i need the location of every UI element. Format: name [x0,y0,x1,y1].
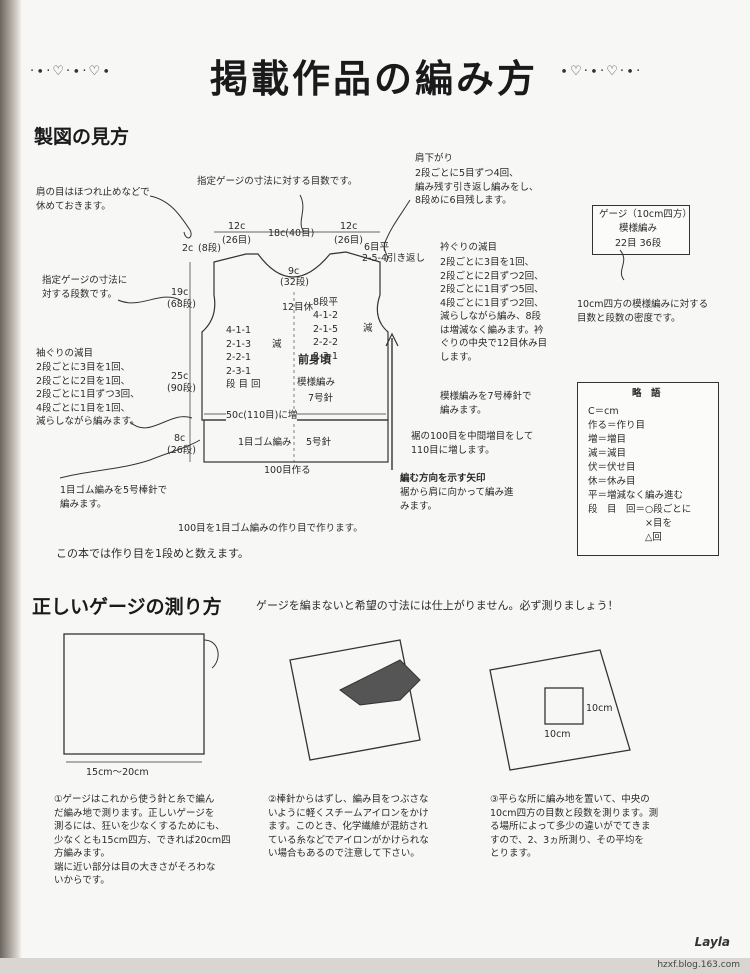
legend-item: ×目を [588,518,672,529]
rib-len-label: 8c [174,433,186,444]
dim-top-right-stitches: (26目) [334,235,364,246]
legend-title: 略 語 [632,388,661,399]
title-ornament-right: ∙♡·∙·♡·∙· [560,64,643,79]
neck-depth-label: 9c [288,266,300,277]
rib-len-rows: (26段) [167,445,197,456]
note-neck-title: 衿ぐりの減目 [440,242,498,253]
note-pattern-needle: 模様編みを7号棒針で 編みます。 [440,391,532,416]
legend-item: 作る＝作り目 [588,420,646,431]
piece-needle-label: 7号針 [308,393,334,404]
neck-depth-rows: (32段) [280,277,310,288]
iron-icon [339,659,421,706]
note-direction: 裾から肩に向かって編み進 みます。 [400,487,514,512]
armhole-drop-label: 2c [182,243,194,254]
book-spine-shadow [0,0,22,974]
magazine-logo: Layla [694,935,730,949]
square-width-label: 10cm [586,703,613,714]
bottom-strip [0,958,750,974]
armhole-drop-rows: (8段) [198,243,221,254]
shoulder-seq-label: 2-5-4引き返し [362,253,425,264]
note-neck-dec: 2段ごとに3目を1回、 2段ごとに2目ずつ2回、 2段ごとに1目ずつ5回、 4段… [440,257,548,363]
dim-top-left-stitches: (26目) [222,235,252,246]
section-heading-gauge: 正しいゲージの測り方 [32,596,222,618]
width-label: 50c(110目)に増 [226,409,298,423]
legend-item: 減＝減目 [588,448,627,459]
legend-item: 伏＝伏せ目 [588,462,636,473]
note-ribbing: 1目ゴム編みを5号棒針で 編みます。 [60,485,168,510]
legend-item: 平＝増減なく編み進む [588,490,684,501]
direction-arrowhead [385,332,399,347]
leader-line [117,296,181,304]
legend-item: 休＝休み目 [588,476,636,487]
front-body-outline [201,251,389,421]
neck-seq-label: 4-1-2 2-1-5 2-2-2 2-3-1 [313,310,338,362]
gauge-box-values: 22目 36段 [615,238,662,249]
body-len-label: 25c [171,371,189,382]
body-len-rows: (90段) [167,383,197,394]
title-ornament-left: ·∙·♡·∙·♡∙ [30,64,113,79]
cast-on-label: 100目作る [264,465,311,476]
piece-pattern-label: 模様編み [297,377,336,388]
leader-line [129,416,193,429]
note-cast-on-row: この本では作り目を1段めと数えます。 [56,547,249,560]
neck-dec-mark: 減 [363,323,373,334]
shoulder-flat-label: 6目平 [364,242,390,253]
legend-item: 段 目 回＝○段ごとに [588,504,692,515]
center-rest-label: 12目休 [282,302,314,313]
note-shoulder-slope: 2段ごとに5目ずつ4回、 編み残す引き返し編みをし、 8段めに6目残します。 [415,168,539,206]
legend-item: C＝cm [588,406,619,417]
dim-top-right-label: 12c [340,221,358,232]
page-title: 掲載作品の編み方 [210,57,539,101]
section-heading-chart: 製図の見方 [34,126,130,148]
leader-line [59,439,201,479]
armhole-dec-mark: 減 [272,339,282,350]
gauge-box-title: ゲージ（10cm四方） [599,209,692,220]
armhole-len-rows: (68段) [167,299,197,310]
swatch-3 [489,649,631,771]
legend-item: 増＝増目 [588,434,627,445]
legend-item: △回 [588,532,662,543]
piece-name-label: 前身頃 [298,353,331,366]
note-hem-increase: 裾の100目を中間増目をして 110目に増します。 [411,431,534,456]
swatch-1-yarn [203,639,219,669]
swatch-1 [63,633,205,755]
leader-line [149,195,192,239]
step-3-text: ③平らな所に編み地を置いて、中央の 10cm四方の目数と段数を測ります。測 る場… [490,794,659,859]
measure-square [544,687,584,725]
ribbing-band [203,419,389,463]
rib-label: 1目ゴム編み [238,437,292,448]
neck-flat-label: 8段平 [313,297,339,308]
swatch-size-label: 15cm～20cm [86,767,149,778]
dim-top-mid-label: 18c(40目) [268,228,315,239]
note-cast-on: 100目を1目ゴム編みの作り目で作ります。 [178,523,363,534]
swatch-2 [289,639,421,761]
note-armhole-title: 袖ぐりの減目 [36,348,94,359]
note-armhole-dec: 2段ごとに3目を1回、 2段ごとに2目を1回、 2段ごとに1目ずつ3回、 4段ご… [36,362,140,427]
leader-line [383,199,411,263]
dim-top-left-label: 12c [228,221,246,232]
source-watermark: hzxf.blog.163.com [657,960,740,970]
square-height-label: 10cm [544,729,571,740]
armhole-seq-label: 4-1-1 2-1-3 2-2-1 2-3-1 段 目 回 [226,325,261,390]
note-gauge-rows: 指定ゲージの寸法に 対する段数です。 [42,275,128,300]
leader-line [299,194,305,233]
gauge-box: ゲージ（10cm四方） 模様編み 22目 36段 [592,205,692,255]
leader-line [619,249,625,281]
note-direction-title: 編む方向を示す矢印 [400,473,486,484]
rib-needle-label: 5号針 [306,437,332,448]
note-gauge-stitches: 指定ゲージの寸法に対する目数です。 [197,176,358,187]
note-shoulder-hold: 肩の目はほつれ止めなどで 休めておきます。 [36,187,150,212]
step-2-text: ②棒針からはずし、編み目をつぶさな いように軽くスチームアイロンをかけ ます。こ… [268,794,429,859]
gauge-subtitle: ゲージを編まないと希望の寸法には仕上がりません。必ず測りましょう！ [256,599,619,612]
note-shoulder-slope-title: 肩下がり [415,153,454,164]
step-1-text: ①ゲージはこれから使う針と糸で編ん だ編み地で測ります。正しいゲージを 測るには… [54,794,231,886]
abbreviation-legend: 略 語 C＝cm 作る＝作り目 増＝増目 減＝減目 伏＝伏せ目 休＝休み目 平＝… [577,382,719,556]
gauge-box-note: 10cm四方の模様編みに対する 目数と段数の密度です。 [577,299,709,324]
armhole-len-label: 19c [171,287,189,298]
gauge-box-pattern: 模様編み [619,223,658,234]
